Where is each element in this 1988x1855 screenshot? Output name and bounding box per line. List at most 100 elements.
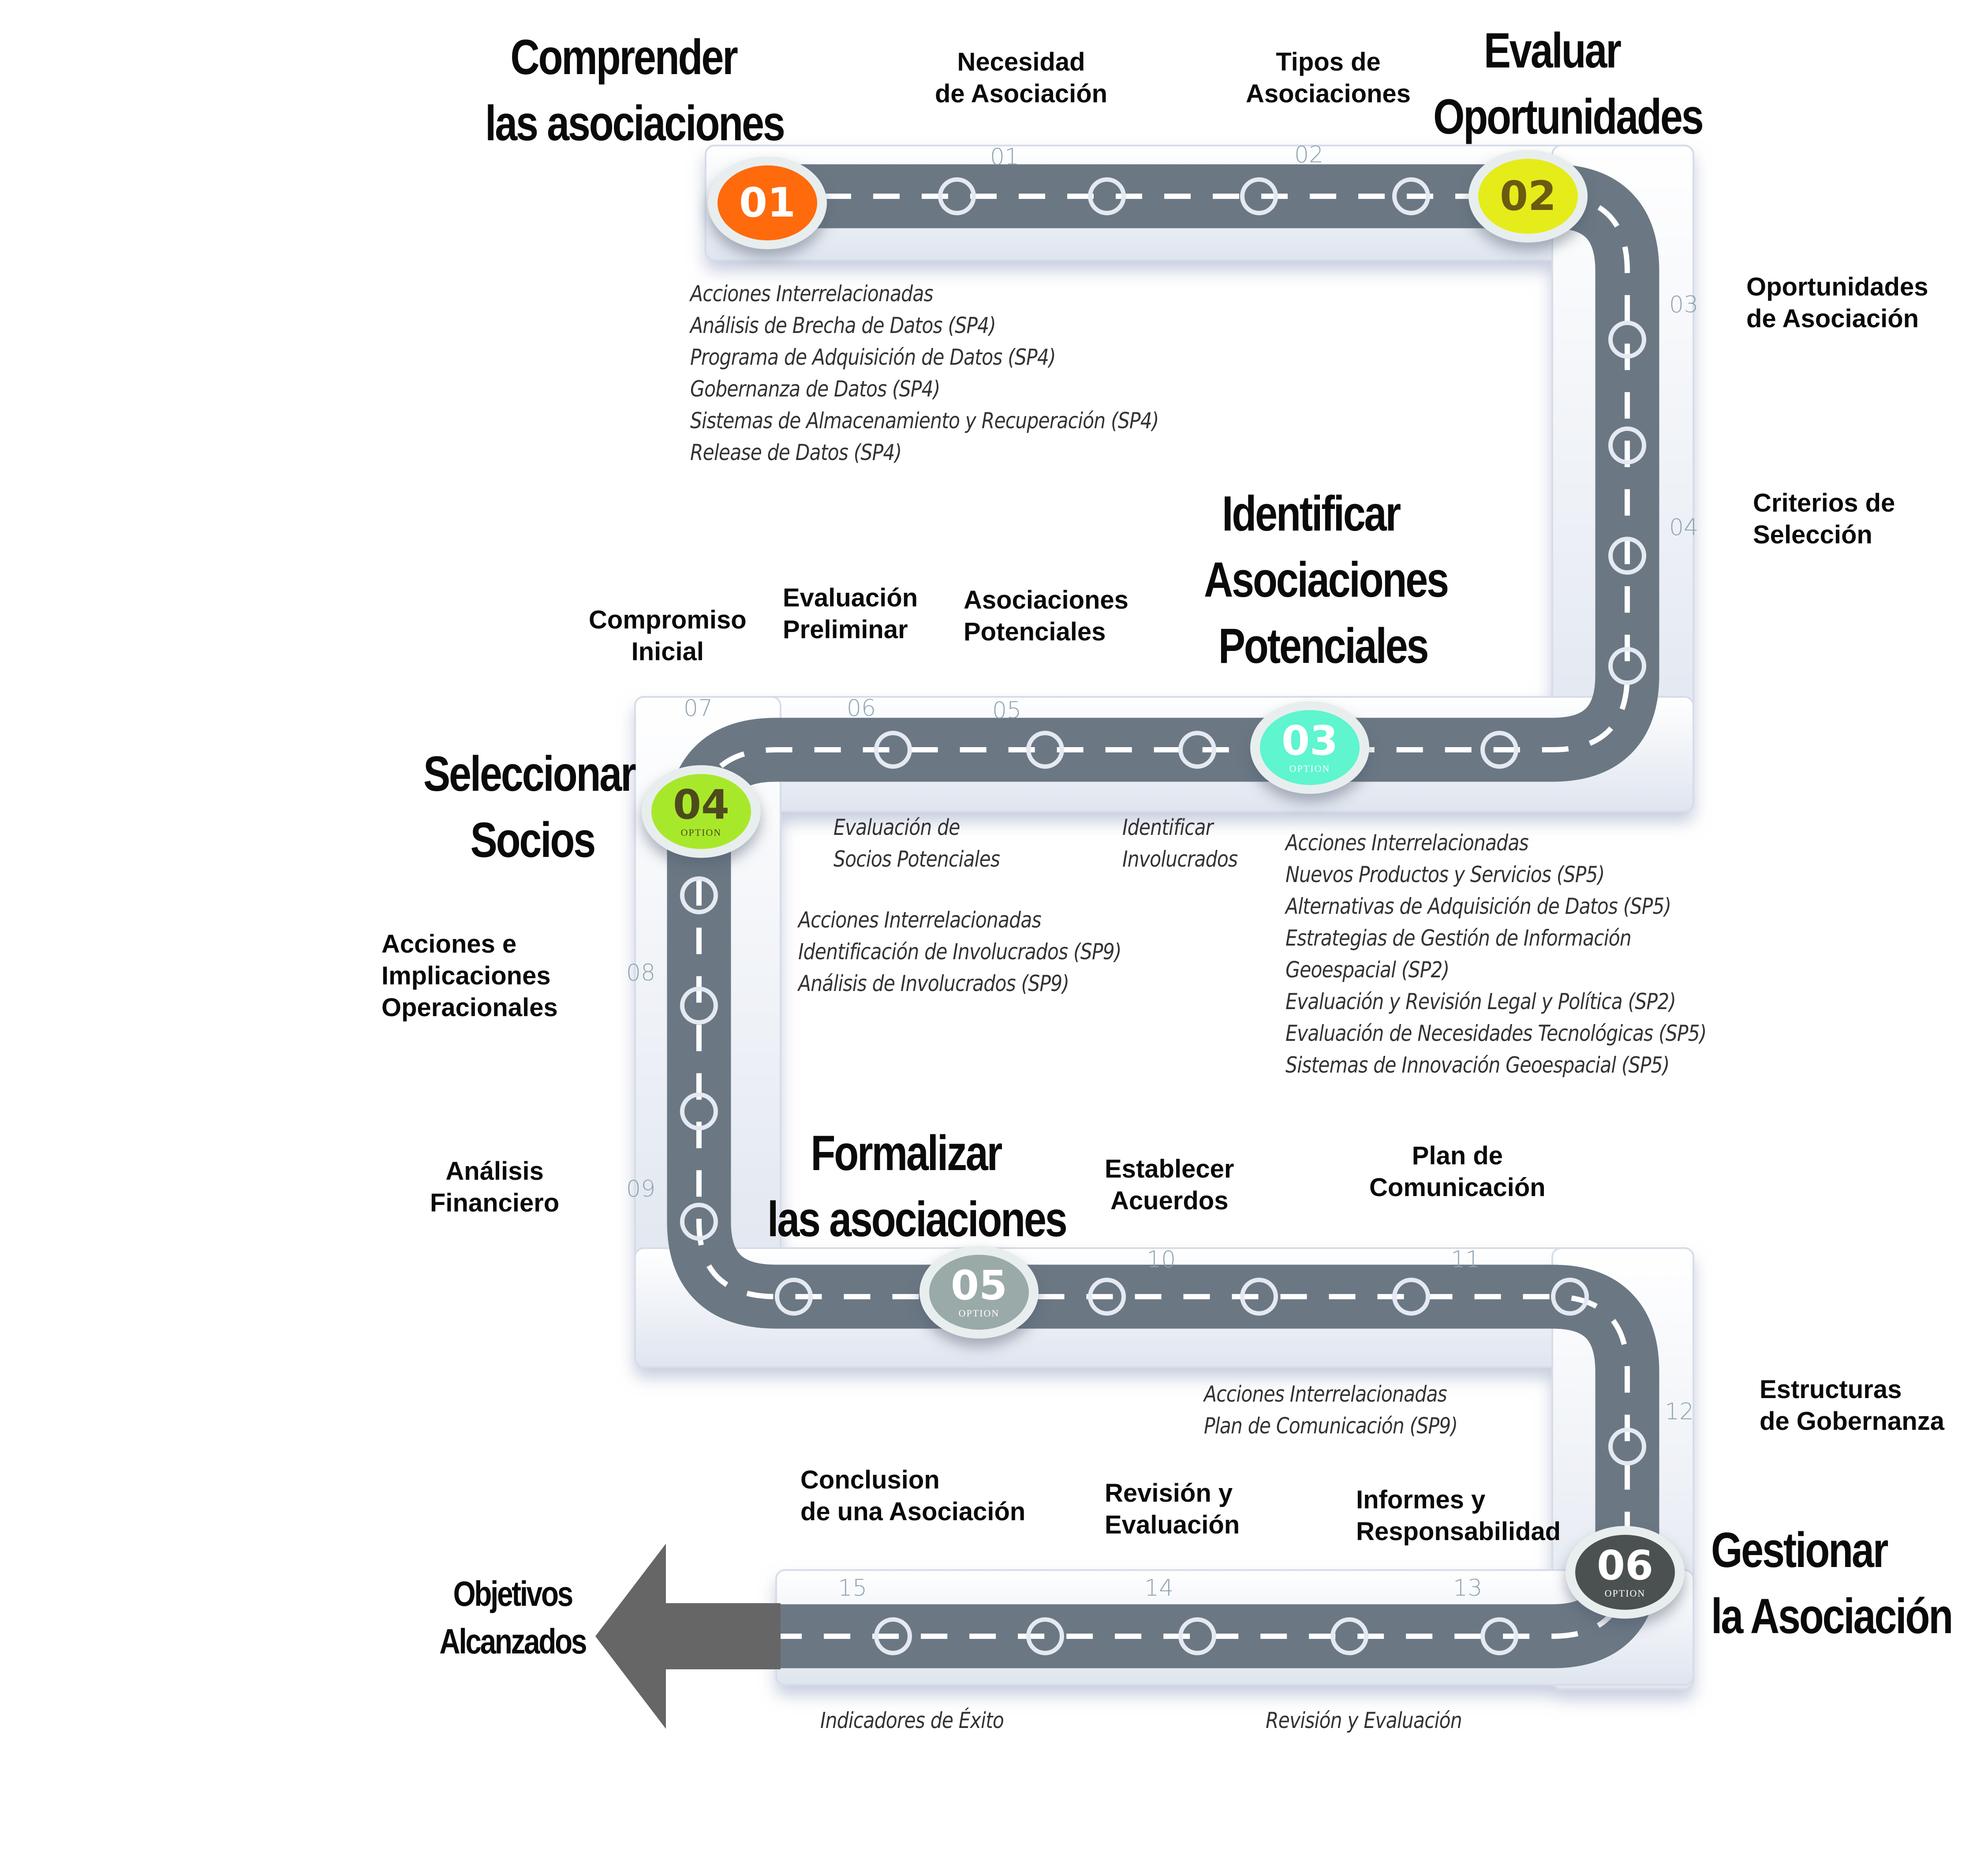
note-line: Evaluación de Necesidades Tecnológicas (… — [1285, 1021, 1707, 1046]
badge-inner: 04 OPTION — [651, 774, 751, 849]
step-number-11: 11 — [1451, 1246, 1480, 1273]
title-line: Oportunidades — [1433, 89, 1704, 144]
label-line: Evaluación — [783, 583, 918, 612]
phase-badge-02[interactable]: 02 — [1469, 150, 1588, 243]
note-line: Acciones Interrelacionadas — [1285, 830, 1529, 856]
note-line: Geoespacial (SP2) — [1285, 957, 1450, 983]
step-number-15: 15 — [838, 1575, 867, 1601]
title-line: Comprender — [510, 30, 738, 85]
step-number-01: 01 — [990, 144, 1020, 170]
title-line: Potenciales — [1218, 618, 1429, 673]
title-line: Alcanzados — [439, 1622, 587, 1661]
phase-title-05: Formalizar las asociaciones — [767, 1120, 1068, 1253]
title-line: Gestionar — [1711, 1522, 1888, 1578]
step-label-04: Criterios de Selección — [1753, 487, 1895, 551]
phase-badge-04[interactable]: 04 OPTION — [642, 765, 761, 858]
note-line: Acciones Interrelacionadas — [690, 281, 934, 307]
badge-option: OPTION — [1604, 1588, 1646, 1599]
note-line: Identificar — [1122, 815, 1213, 840]
step-number-08: 08 — [626, 960, 656, 986]
note-line: Nuevos Productos y Servicios (SP5) — [1285, 862, 1605, 887]
badge-inner: 01 — [717, 165, 817, 240]
badge-number: 05 — [950, 1262, 1008, 1309]
badge-inner: 02 — [1478, 159, 1578, 234]
note-line: Release de Datos (SP4) — [690, 440, 902, 465]
phase5-actions-list: Acciones Interrelacionadas Plan de Comun… — [1204, 1378, 1458, 1442]
step-number-10: 10 — [1147, 1246, 1176, 1273]
badge-option: OPTION — [680, 827, 722, 838]
note-line: Alternativas de Adquisición de Datos (SP… — [1285, 894, 1671, 919]
label-line: Conclusion — [800, 1466, 940, 1494]
phase-title-02: Evaluar Oportunidades — [1433, 18, 1704, 150]
label-line: Estructuras — [1760, 1375, 1902, 1404]
badge-number: 06 — [1596, 1542, 1654, 1589]
note-line: Involucrados — [1122, 846, 1238, 872]
note-line: Plan de Comunicación (SP9) — [1204, 1413, 1458, 1439]
label-line: de una Asociación — [800, 1497, 1026, 1526]
phase4-actions-list: Acciones Interrelacionadas Identificació… — [798, 904, 1121, 999]
label-line: de Gobernanza — [1760, 1407, 1944, 1436]
badge-option: OPTION — [958, 1308, 1000, 1319]
label-line: Inicial — [631, 637, 704, 666]
title-line: las asociaciones — [485, 96, 785, 151]
label-line: Financiero — [430, 1189, 560, 1217]
badge-option: OPTION — [1289, 763, 1330, 774]
note-line: Sistemas de Innovación Geoespacial (SP5) — [1285, 1052, 1670, 1078]
phase3-actions-list: Acciones Interrelacionadas Nuevos Produc… — [1285, 827, 1707, 1081]
step-number-02: 02 — [1294, 142, 1324, 168]
note-line: Revisión y Evaluación — [1266, 1708, 1462, 1733]
note-line: Acciones Interrelacionadas — [798, 907, 1042, 933]
note-line: Evaluación de — [833, 815, 960, 840]
title-line: Formalizar — [811, 1126, 1002, 1181]
label-line: Acuerdos — [1110, 1186, 1229, 1215]
label-line: Evaluación — [1105, 1511, 1240, 1539]
step-number-09: 09 — [626, 1176, 656, 1202]
note-line: Socios Potenciales — [833, 846, 1000, 872]
phase-badge-03[interactable]: 03 OPTION — [1250, 701, 1369, 794]
indicadores-note: Indicadores de Éxito — [820, 1705, 1004, 1736]
note-line: Análisis de Involucrados (SP9) — [798, 971, 1069, 996]
phase-badge-01[interactable]: 01 — [708, 157, 827, 249]
label-line: Criterios de — [1753, 489, 1895, 517]
label-line: Establecer — [1105, 1155, 1234, 1183]
step-number-12: 12 — [1665, 1399, 1694, 1425]
note-line: Evaluación y Revisión Legal y Política (… — [1285, 989, 1676, 1014]
title-line: Seleccionar — [423, 746, 636, 801]
note-line: Análisis de Brecha de Datos (SP4) — [690, 313, 996, 338]
badge-number: 02 — [1499, 172, 1557, 220]
label-line: Plan de — [1412, 1141, 1503, 1170]
label-line: Selección — [1753, 520, 1872, 549]
badge-number: 01 — [739, 179, 796, 226]
label-line: Tipos de — [1276, 48, 1381, 76]
phase-badge-06[interactable]: 06 OPTION — [1566, 1526, 1685, 1619]
title-line: Socios — [470, 812, 596, 868]
identificar-involucrados-note: Identificar Involucrados — [1122, 812, 1238, 875]
label-line: Operacionales — [381, 993, 558, 1022]
note-line: Programa de Adquisición de Datos (SP4) — [690, 344, 1056, 370]
label-line: Revisión y — [1105, 1479, 1233, 1507]
step-number-13: 13 — [1453, 1575, 1483, 1601]
title-line: las asociaciones — [767, 1192, 1068, 1247]
label-line: Compromiso — [589, 606, 747, 634]
phase-badge-05[interactable]: 05 OPTION — [919, 1246, 1039, 1339]
note-line: Acciones Interrelacionadas — [1204, 1381, 1447, 1407]
label-line: Asociaciones — [964, 586, 1129, 614]
title-line: Identificar — [1222, 486, 1401, 541]
badge-number: 03 — [1281, 717, 1338, 764]
step-label-12: Estructuras de Gobernanza — [1760, 1374, 1944, 1437]
step-number-06: 06 — [847, 695, 876, 722]
title-line: Evaluar — [1484, 23, 1622, 78]
step-number-03: 03 — [1669, 292, 1699, 318]
label-line: Potenciales — [964, 617, 1106, 646]
step-number-04: 04 — [1669, 514, 1699, 541]
badge-inner: 06 OPTION — [1575, 1535, 1675, 1610]
title-line: Asociaciones — [1204, 552, 1449, 607]
phase-title-06: Gestionar la Asociación — [1711, 1517, 1953, 1649]
note-line: Sistemas de Almacenamiento y Recuperació… — [690, 408, 1159, 434]
label-line: de Asociación — [935, 79, 1108, 108]
